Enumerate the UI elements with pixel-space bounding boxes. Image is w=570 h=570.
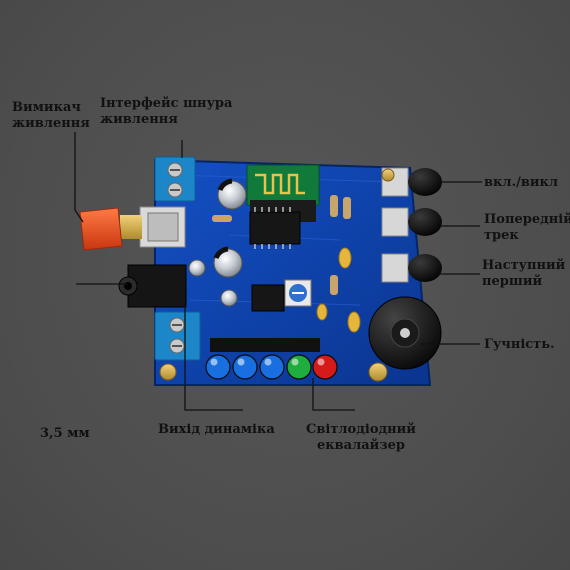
label-power-switch: Вимикач живлення xyxy=(12,100,90,131)
label-jack: 3,5 мм xyxy=(40,426,90,441)
trimmer-pot xyxy=(284,279,312,307)
button-next xyxy=(381,253,442,283)
label-speaker-out: Вихід динаміка xyxy=(158,422,275,437)
led-1 xyxy=(205,354,231,380)
leader-lines xyxy=(74,132,482,411)
label-next-track: Наступний перший xyxy=(482,258,566,289)
button-previous xyxy=(381,207,442,237)
led-2 xyxy=(232,354,258,380)
power-switch xyxy=(79,206,186,251)
label-volume: Гучність. xyxy=(484,337,555,352)
label-led-eq: Світлодіодний еквалайзер xyxy=(306,422,416,453)
power-terminal-top xyxy=(154,156,196,202)
label-power-cord: Інтерфейс шнура живлення xyxy=(100,96,233,127)
mounting-screws xyxy=(159,168,395,382)
led-equalizer xyxy=(205,354,338,380)
led-5 xyxy=(312,354,338,380)
button-on-off xyxy=(381,167,442,197)
leader-power-switch xyxy=(74,132,84,223)
decoder-ic xyxy=(249,207,301,249)
led-3 xyxy=(259,354,285,380)
resistors xyxy=(212,195,351,295)
audio-jack xyxy=(118,264,187,308)
leader-led xyxy=(312,378,355,411)
volume-knob xyxy=(368,296,442,370)
speaker-terminal xyxy=(154,311,201,361)
ceramic-caps xyxy=(316,247,361,333)
label-prev-track: Попередній трек xyxy=(484,212,570,243)
capacitors xyxy=(188,178,247,307)
label-on-off: вкл./викл xyxy=(484,175,559,190)
pin-header xyxy=(210,338,320,352)
amp-ic xyxy=(251,284,285,312)
led-4 xyxy=(286,354,312,380)
leader-speaker xyxy=(184,302,243,411)
